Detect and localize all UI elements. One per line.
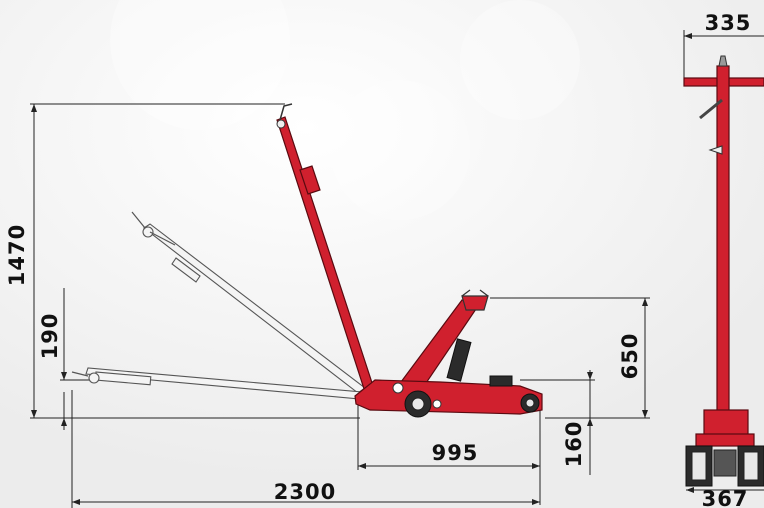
rear-body [703,409,749,437]
ghost-handle-knob [142,226,154,238]
dim-label-2300: 2300 [274,480,336,504]
rear-wheel-right-hub [743,451,759,481]
rear-handle-clip [708,145,723,155]
arrow-left [684,33,692,39]
background-bokeh [110,0,290,130]
red-handle-tip [279,103,293,121]
arrow-down [587,372,593,380]
ghost-handle-low-knob [88,372,100,384]
arrow-up [61,418,67,426]
saddle [461,295,489,311]
arrow-left [686,487,694,493]
jack-side-view [276,103,543,418]
dim-label-650: 650 [618,333,642,380]
rear-frame [695,433,755,447]
hydraulic-cylinder [446,338,472,382]
saddle-lip-left [461,289,471,297]
dim-label-1470: 1470 [5,224,29,286]
arrow-up [587,418,593,426]
rear-handle-shaft [716,65,730,417]
arrow-up [31,104,37,112]
arrow-up [642,298,648,306]
pivot-bolt [392,382,404,394]
pump-block [489,375,513,387]
background-bokeh [460,0,580,120]
dim-label-160: 160 [562,421,586,468]
arrow-down [31,410,37,418]
ghost-handle-grip [171,257,201,283]
ghost-handle-tip [131,211,146,229]
front-wheel-hub [411,397,425,411]
dim-label-995: 995 [432,441,479,465]
handle-mid-position [131,211,366,394]
ghost-handle-lever [149,231,176,246]
red-handle-grip [299,165,321,195]
dim-label-367: 367 [702,487,749,508]
dimension-lines [30,30,764,508]
dim-label-190: 190 [38,313,62,360]
rear-wheel-hub [525,398,535,408]
rear-handle-top [718,55,728,67]
arrow-left [358,463,366,469]
dim-label-335: 335 [705,11,752,35]
chassis [354,379,543,415]
arrow-right [532,499,540,505]
jack-rear-view [683,55,764,487]
axle-bolt [432,399,442,409]
background-bokeh [330,80,470,220]
rear-center-block [713,449,737,477]
saddle-lip-right [479,289,489,297]
ghost-handle-low-tip [71,371,89,377]
rear-release-lever [699,98,723,120]
arrow-down [642,410,648,418]
arrow-right [532,463,540,469]
arrow-left [72,499,80,505]
red-handle-knob [276,119,286,129]
arrow-down [61,372,67,380]
rear-wheel-left-hub [691,451,707,481]
